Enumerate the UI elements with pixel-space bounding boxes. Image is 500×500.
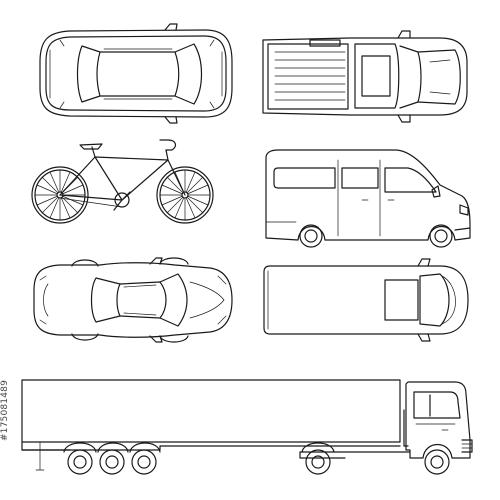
sedan-top-view bbox=[39, 23, 233, 124]
bicycle-side-view bbox=[31, 139, 214, 224]
pickup-truck-top-view bbox=[262, 30, 468, 123]
stock-id-watermark: #175081489 bbox=[0, 380, 10, 442]
sports-car-top-view bbox=[33, 257, 233, 343]
van-top-view bbox=[263, 258, 469, 342]
semi-truck-side-view bbox=[21, 379, 473, 475]
van-side-view bbox=[265, 149, 471, 248]
